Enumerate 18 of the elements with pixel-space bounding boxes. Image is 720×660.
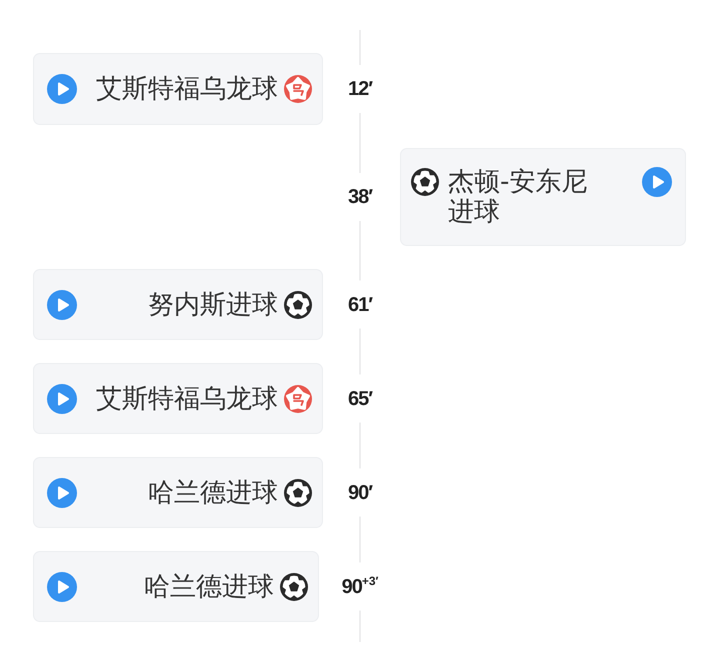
event-text: 努内斯进球: [148, 290, 278, 320]
event-text: 哈兰德进球: [144, 572, 274, 602]
minute-label: 38′: [348, 185, 372, 209]
event-text: 艾斯特福乌龙球: [96, 384, 278, 414]
event-card: [400, 148, 686, 246]
event-text: 哈兰德进球: [148, 478, 278, 508]
minute-label: 90$^{+3′}$: [342, 574, 378, 598]
minute-label: 90′: [348, 480, 372, 504]
event-card: [33, 269, 323, 340]
event-card: [33, 551, 319, 622]
minute-label: 65′: [348, 386, 372, 410]
event-text: 杰顿-安东尼进球: [448, 167, 588, 227]
event-card: [33, 457, 323, 528]
minute-label: 12′: [348, 77, 372, 101]
event-card: [33, 53, 323, 125]
event-text: 艾斯特福乌龙球: [96, 74, 278, 104]
minute-label: 61′: [348, 292, 372, 316]
event-card: [33, 363, 323, 434]
